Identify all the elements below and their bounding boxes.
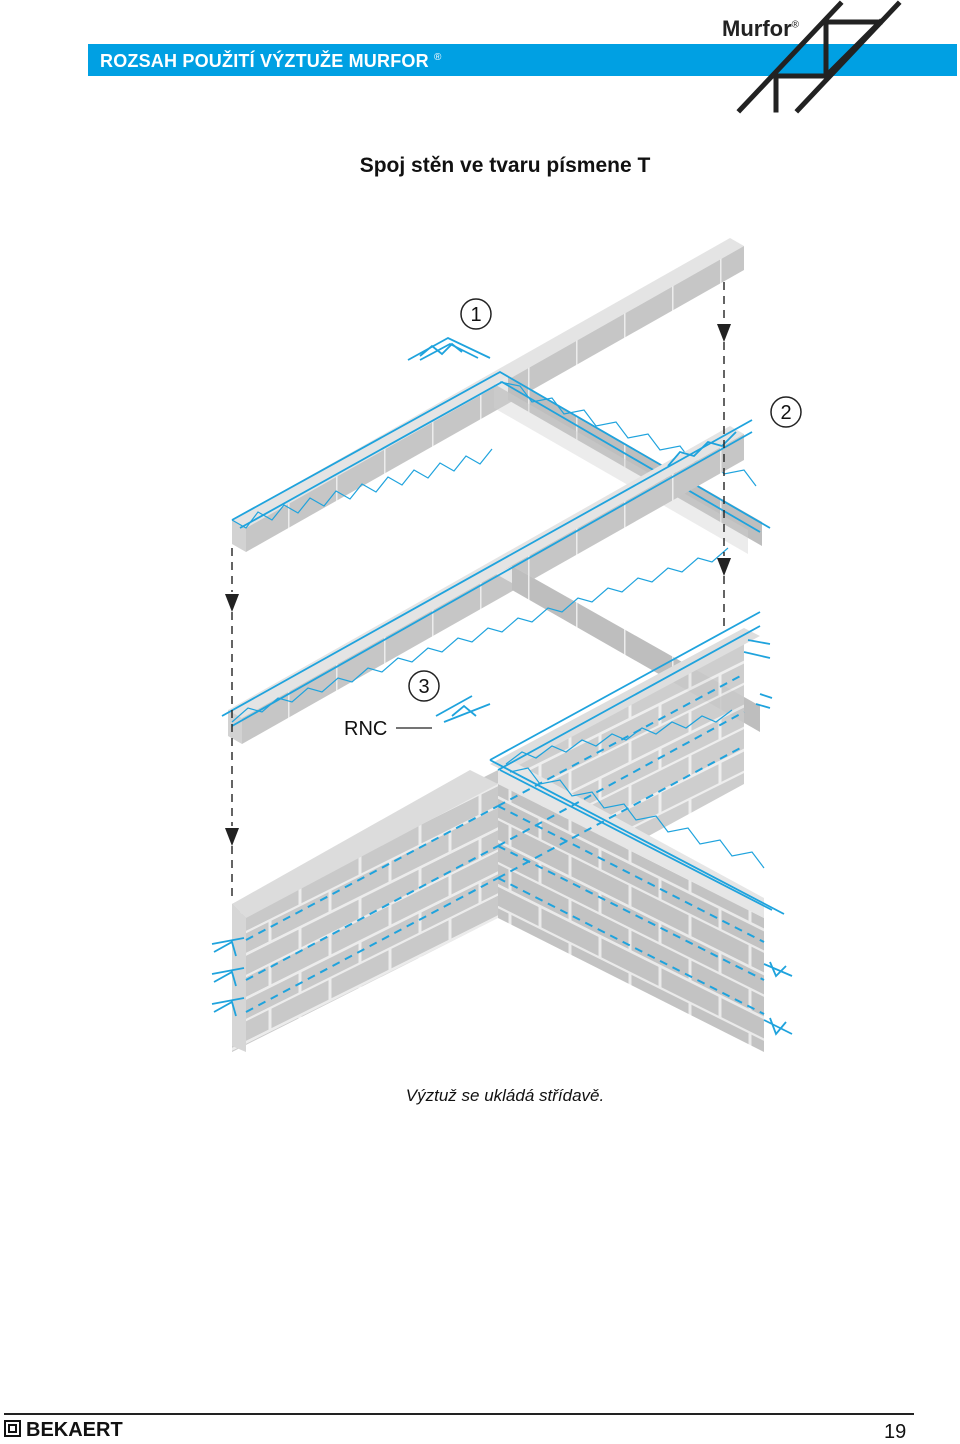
svg-text:1: 1 <box>470 304 481 326</box>
registered-mark: ® <box>434 52 442 63</box>
page-number: 19 <box>884 1421 907 1443</box>
header-title-text: ROZSAH POUŽITÍ VÝZTUŽE MURFOR <box>100 51 429 71</box>
svg-text:3: 3 <box>418 676 429 698</box>
arrow-icons <box>225 324 731 846</box>
callout-2: 2 <box>770 396 802 428</box>
diagram-caption: Výztuž se ukládá střídavě. <box>405 1086 605 1105</box>
callout-1: 1 <box>460 298 492 330</box>
reinforcement-layer-2 <box>221 419 753 727</box>
page-title: Spoj stěn ve tvaru písmene T <box>359 154 651 177</box>
reinforcement-layer-3 <box>435 611 785 915</box>
bekaert-logo-icon <box>4 1420 21 1437</box>
placement-guide-lines <box>231 282 725 900</box>
brand-name: Murfor <box>722 16 792 41</box>
callout-3: 3 <box>408 670 440 702</box>
header-title: ROZSAH POUŽITÍ VÝZTUŽE MURFOR ® <box>100 51 442 72</box>
brand-logo-text: Murfor® <box>722 16 799 42</box>
footer-brand-text: BEKAERT <box>26 1419 123 1441</box>
reinforcement-end-stubs <box>211 937 793 1036</box>
murfor-logo-icon <box>736 0 902 114</box>
footer-rule <box>4 1413 914 1415</box>
svg-text:RNC: RNC <box>344 718 387 740</box>
brand-registered-mark: ® <box>791 19 800 31</box>
footer-brand: BEKAERT <box>4 1419 123 1442</box>
dashed-joint-lines <box>245 673 765 1015</box>
rnc-label: RNC <box>344 718 432 740</box>
top-course <box>232 238 762 554</box>
svg-text:2: 2 <box>780 402 791 424</box>
header-bar <box>88 44 957 76</box>
